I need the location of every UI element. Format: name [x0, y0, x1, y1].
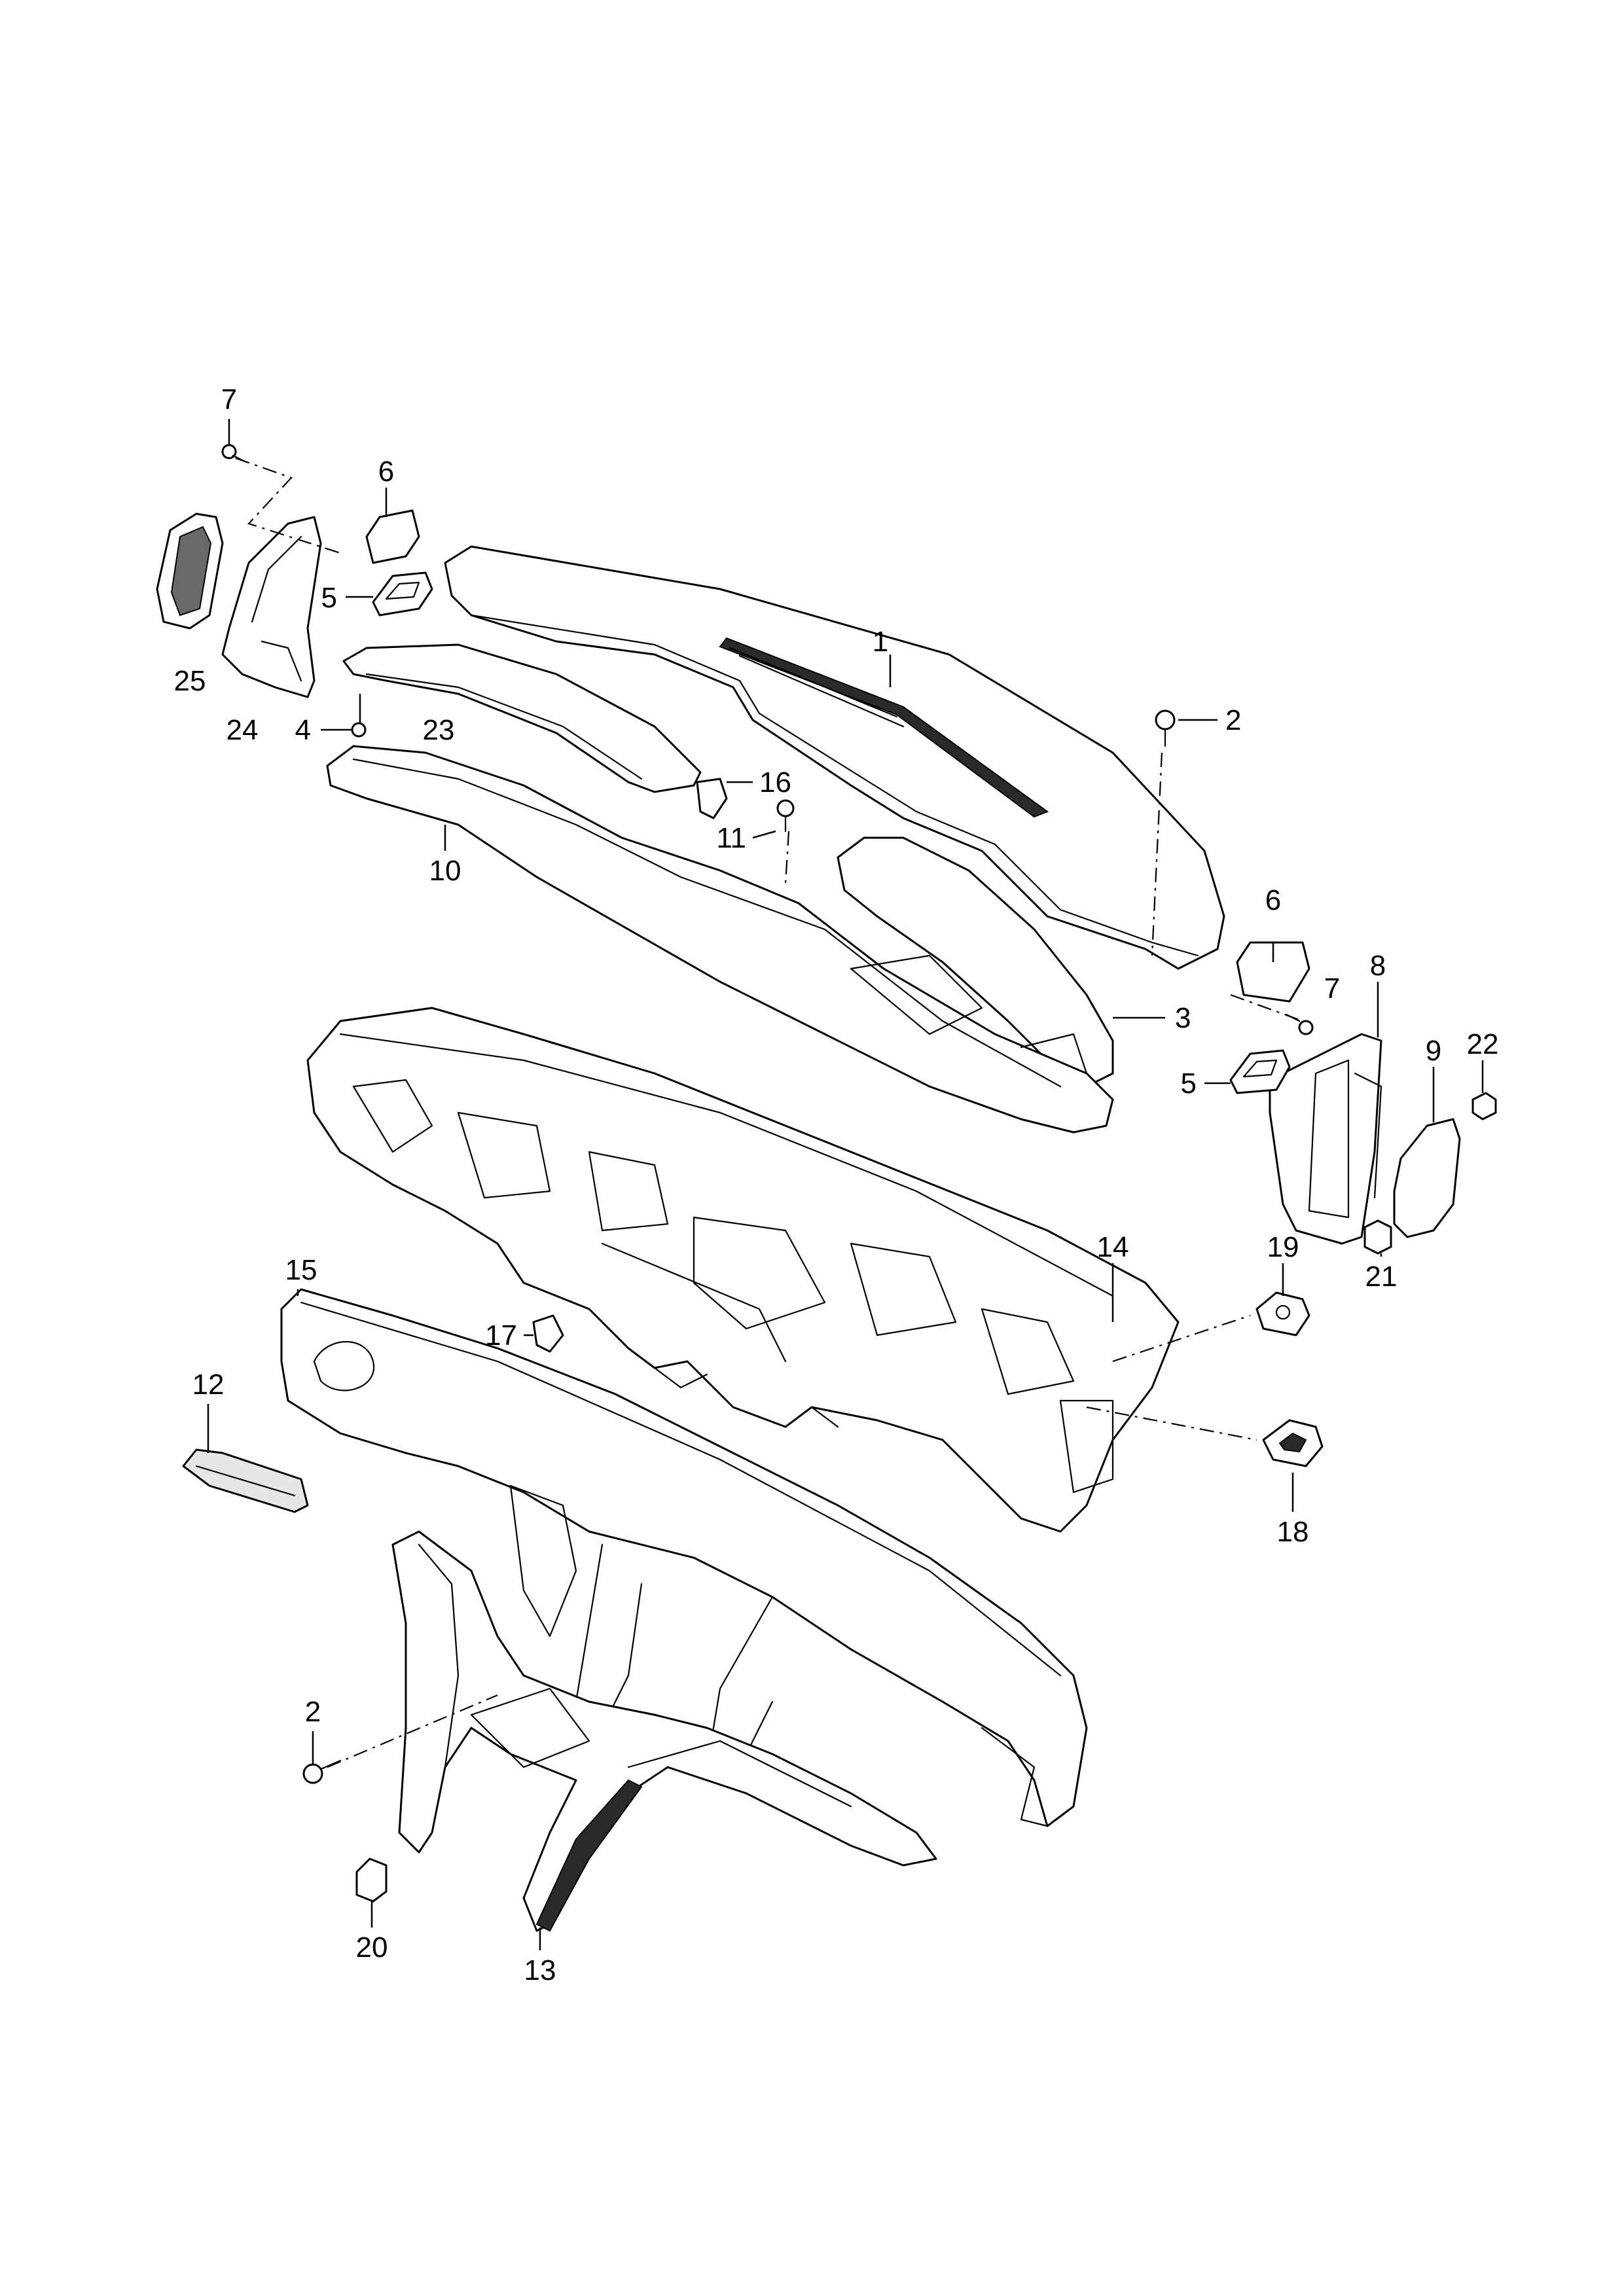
- part-6-right-bracket: [1236, 941, 1310, 1003]
- part-20-clip: [355, 1857, 388, 1903]
- callout-15: 15: [285, 1254, 317, 1286]
- part-23-left-trim-cover: [342, 643, 702, 793]
- part-6-left-bracket: [365, 509, 420, 564]
- callout-10: 10: [429, 855, 461, 887]
- part-1-upper-dash-cover: [444, 545, 1225, 970]
- part-11-screw: [776, 799, 795, 833]
- callout-7-upper: 7: [221, 384, 237, 416]
- part-17-clip: [532, 1314, 564, 1353]
- part-14-dash-carrier: [306, 1007, 1180, 1533]
- callout-5-right: 5: [1181, 1067, 1197, 1100]
- callout-labels: 1 2 2 3 4 5 5 6 6 7 7 8 9 10 11 12 13 14…: [174, 384, 1499, 1986]
- callout-7-right: 7: [1324, 973, 1340, 1005]
- assembly-center-lines: [235, 457, 1303, 1768]
- callout-18: 18: [1277, 1516, 1309, 1548]
- part-5-right-seal: [1229, 1049, 1291, 1094]
- part-3-right-trim-cover: [837, 836, 1114, 1088]
- part-24-left-vent-housing: [221, 516, 322, 698]
- callout-17: 17: [485, 1319, 517, 1352]
- callout-12: 12: [192, 1369, 225, 1401]
- callout-25: 25: [174, 665, 206, 697]
- part-16-clip: [696, 778, 728, 819]
- part-2-lower-screw: [302, 1759, 342, 1784]
- callout-1: 1: [873, 626, 888, 658]
- callout-5-left: 5: [321, 582, 337, 614]
- part-7-right-screw: [1285, 1013, 1314, 1035]
- part-21-clip: [1363, 1219, 1392, 1255]
- callout-14: 14: [1097, 1231, 1129, 1263]
- callout-23: 23: [423, 714, 455, 746]
- callout-11: 11: [716, 822, 746, 854]
- part-12-trim-strip: [182, 1448, 309, 1513]
- callout-9: 9: [1426, 1035, 1441, 1067]
- part-9-right-vent-cover: [1393, 1118, 1461, 1238]
- callout-4: 4: [295, 714, 311, 746]
- callout-24: 24: [226, 714, 259, 746]
- callout-8: 8: [1370, 950, 1386, 982]
- callout-19: 19: [1267, 1231, 1299, 1263]
- part-18-clip-nut: [1262, 1419, 1324, 1467]
- callout-20: 20: [356, 1931, 388, 1964]
- callout-6-left: 6: [378, 456, 394, 488]
- part-2-upper-screw: [1155, 709, 1176, 747]
- part-5-left-seal: [372, 571, 433, 617]
- part-7-upper-screw: [221, 444, 247, 463]
- callout-22: 22: [1467, 1028, 1499, 1060]
- callout-21: 21: [1365, 1261, 1398, 1293]
- part-19-clip-nut: [1255, 1291, 1310, 1336]
- leader-lines: [207, 419, 1484, 1950]
- callout-6-right: 6: [1265, 884, 1281, 916]
- callout-2-upper: 2: [1225, 704, 1241, 736]
- part-8-right-vent-housing: [1269, 1033, 1382, 1245]
- part-13-center-bracket: [391, 1530, 937, 1932]
- callout-2-lower: 2: [305, 1696, 321, 1728]
- callout-3: 3: [1175, 1002, 1191, 1034]
- part-10-lower-dash-panel: [326, 745, 1114, 1134]
- callout-13: 13: [524, 1954, 556, 1986]
- part-4-nut: [351, 722, 367, 738]
- part-22-clip: [1471, 1092, 1497, 1121]
- callout-16: 16: [759, 766, 791, 798]
- part-25-left-vent-grille: [156, 512, 224, 630]
